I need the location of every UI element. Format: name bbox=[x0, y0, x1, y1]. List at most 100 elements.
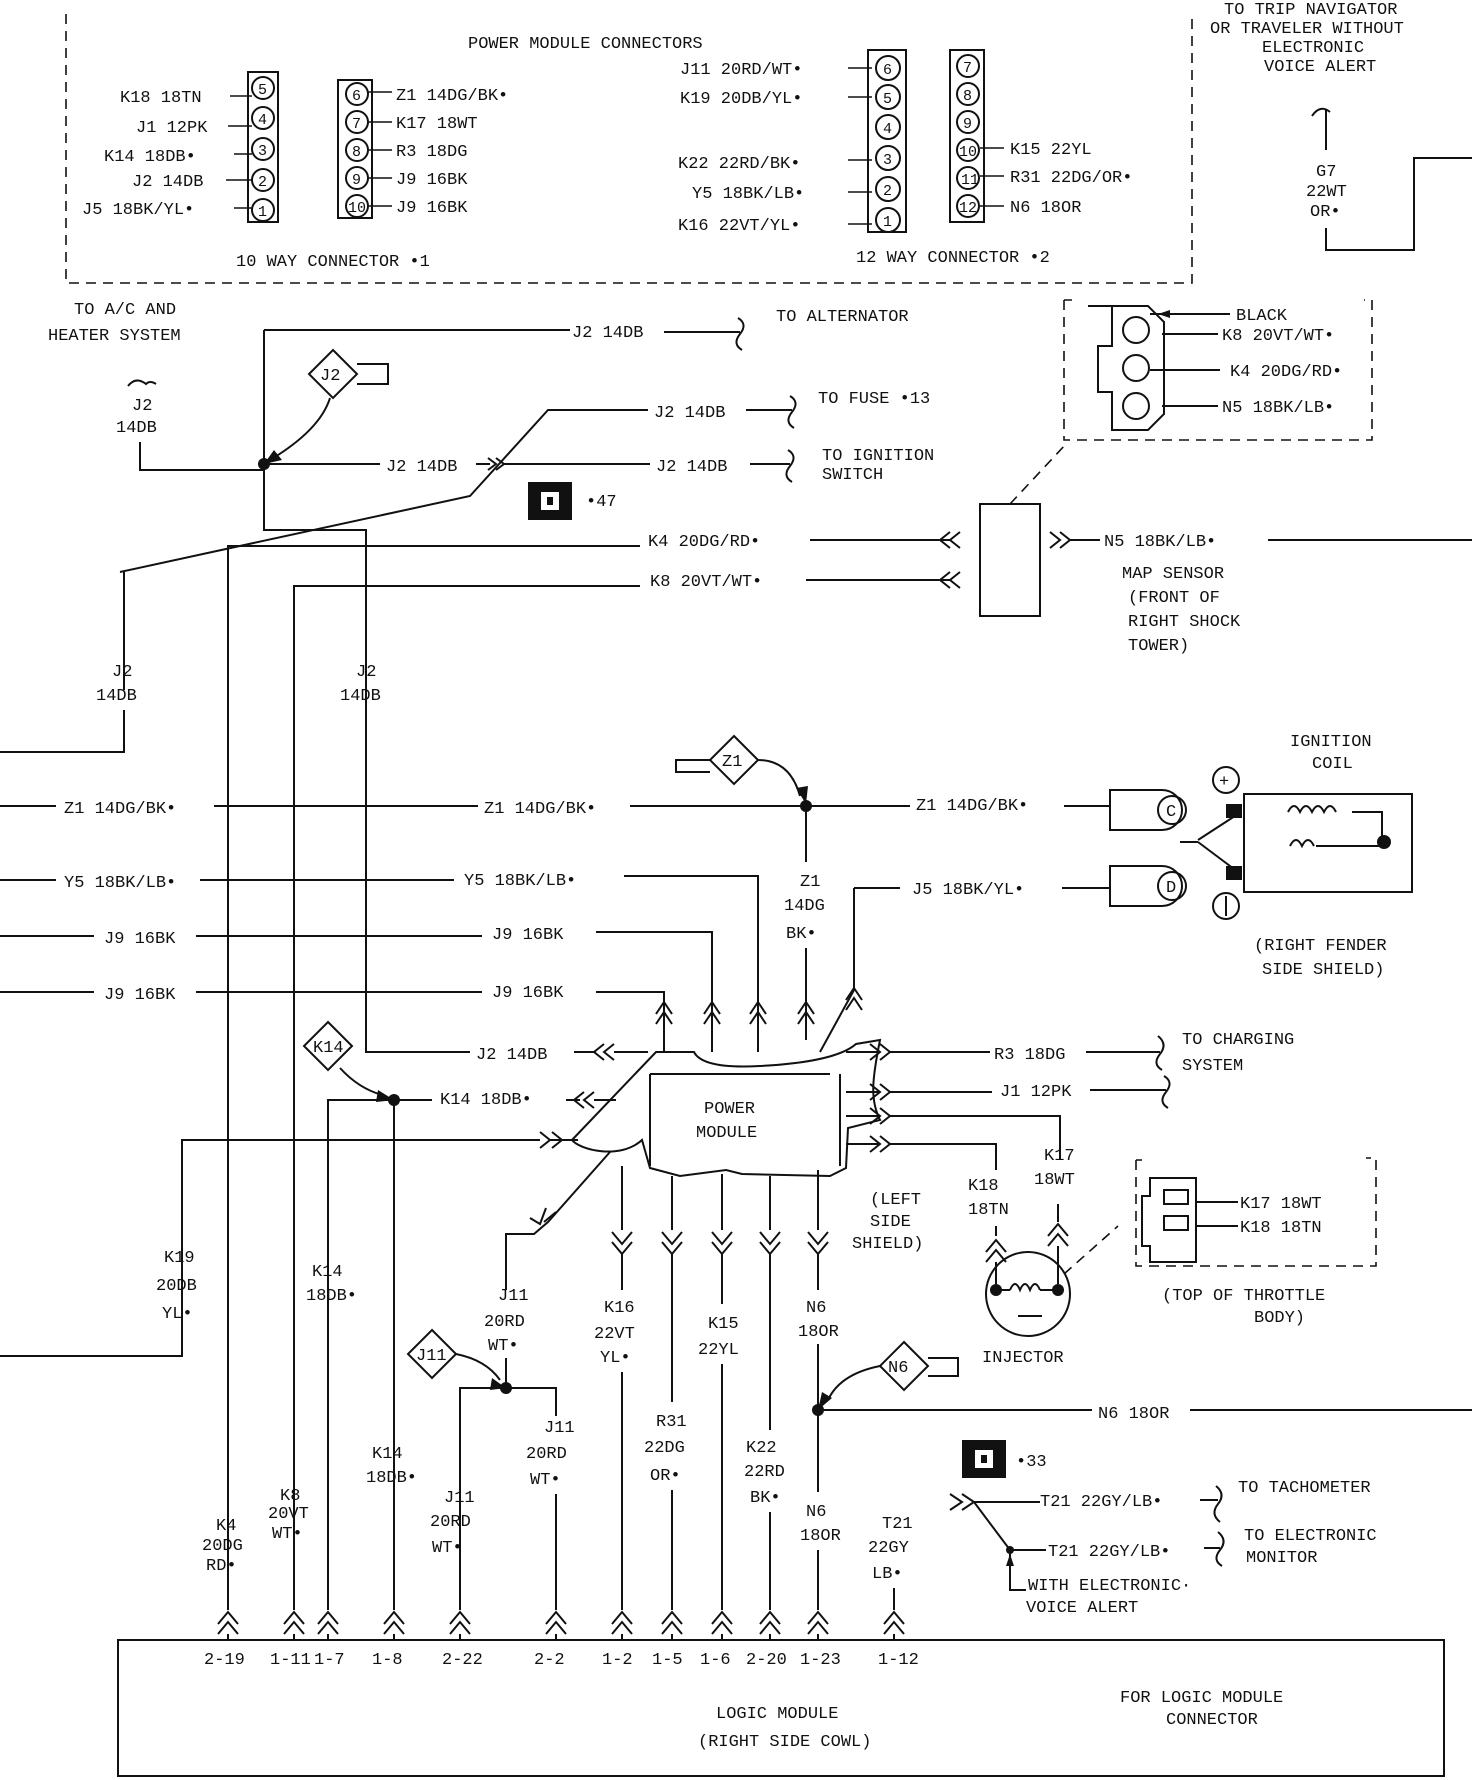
svg-text:TOWER): TOWER) bbox=[1128, 637, 1189, 656]
logic-pin-label: 1-2 bbox=[602, 1651, 633, 1670]
svg-text:VOICE ALERT: VOICE ALERT bbox=[1264, 58, 1376, 77]
n6-gauge: 18OR bbox=[798, 1323, 839, 1342]
ign-coil-label-1: IGNITION bbox=[1290, 733, 1372, 752]
r31-gauge: 22DG bbox=[644, 1439, 685, 1458]
j11r-gauge: 20RD bbox=[526, 1445, 567, 1464]
to-mon-label-1: TO ELECTRONIC bbox=[1244, 1527, 1377, 1546]
svg-text:J11: J11 bbox=[416, 1347, 447, 1366]
c10-pin-4: 4J1 12PK bbox=[136, 106, 275, 138]
logic-pin-label: 1-7 bbox=[314, 1651, 345, 1670]
svg-text:9: 9 bbox=[352, 172, 361, 189]
svg-text:10: 10 bbox=[348, 200, 366, 217]
trip-navigator-note: TO TRIP NAVIGATOR OR TRAVELER WITHOUT EL… bbox=[1210, 1, 1404, 77]
j2-v1-gauge: 14DB bbox=[96, 687, 137, 706]
c10-wire-8: R3 18DG bbox=[396, 143, 467, 162]
left-shield-label-3: SHIELD) bbox=[852, 1235, 923, 1254]
svg-text:ELECTRONIC: ELECTRONIC bbox=[1262, 39, 1364, 58]
c12-wire-12: N6 18OR bbox=[1010, 199, 1081, 218]
svg-text:N5 18BK/LB•: N5 18BK/LB• bbox=[1222, 399, 1334, 418]
j2-pm-label: J2 14DB bbox=[476, 1046, 547, 1065]
left-shield-label-1: (LEFT bbox=[870, 1191, 921, 1210]
svg-text:2: 2 bbox=[258, 174, 267, 191]
z1-left-label: Z1 14DG/BK• bbox=[64, 800, 176, 819]
svg-text:7: 7 bbox=[352, 116, 361, 133]
voice-alert-label-2: VOICE ALERT bbox=[1026, 1599, 1138, 1618]
svg-text:14DB: 14DB bbox=[116, 419, 157, 438]
logic-pin-arrow bbox=[383, 1610, 405, 1640]
logic-pin-arrow bbox=[759, 1610, 781, 1640]
svg-text:C: C bbox=[1166, 803, 1176, 822]
map-connector: BLACK K8 20VT/WT• K4 20DG/RD• N5 18BK/LB… bbox=[1063, 299, 1373, 441]
k22-color: BK• bbox=[750, 1489, 781, 1508]
svg-text:K17 18WT: K17 18WT bbox=[1240, 1195, 1322, 1214]
k16-gauge: 22VT bbox=[594, 1325, 635, 1344]
to-charging-label-1: TO CHARGING bbox=[1182, 1031, 1294, 1050]
svg-text:12: 12 bbox=[959, 200, 977, 217]
j2-fuse-label: J2 14DB bbox=[654, 404, 725, 423]
svg-text:D: D bbox=[1166, 879, 1176, 898]
svg-text:BLACK: BLACK bbox=[1236, 307, 1288, 326]
c12-pin-7: 7 bbox=[956, 54, 980, 78]
to-tach-label: TO TACHOMETER bbox=[1238, 1479, 1371, 1498]
j11-gauge: 20RD bbox=[484, 1313, 525, 1332]
logic-pin-arrow bbox=[449, 1610, 471, 1640]
svg-text:N5 18BK/LB•: N5 18BK/LB• bbox=[1104, 533, 1216, 552]
svg-text:4: 4 bbox=[883, 121, 892, 138]
c12-pin-8: 8 bbox=[956, 82, 980, 106]
k8-label: K8 20VT/WT• bbox=[650, 573, 762, 592]
k18-name: K18 bbox=[968, 1177, 999, 1196]
j1-label: J1 12PK bbox=[1000, 1083, 1072, 1102]
svg-text:10: 10 bbox=[959, 144, 977, 161]
svg-text:5: 5 bbox=[258, 82, 267, 99]
z1-diamond: Z1 bbox=[675, 734, 808, 804]
fender-label-2: SIDE SHIELD) bbox=[1262, 961, 1384, 980]
c10-caption: 10 WAY CONNECTOR •1 bbox=[236, 253, 430, 272]
j11l-name: J11 bbox=[444, 1489, 475, 1508]
svg-text:2: 2 bbox=[883, 183, 892, 200]
logic-pin-arrow bbox=[283, 1610, 305, 1640]
ac-heater-label-2: HEATER SYSTEM bbox=[48, 327, 181, 346]
y5-left-label: Y5 18BK/LB• bbox=[64, 874, 176, 893]
svg-text:MAP SENSOR: MAP SENSOR bbox=[1122, 565, 1224, 584]
j11l-color: WT• bbox=[432, 1539, 463, 1558]
logic-pin-arrow bbox=[611, 1610, 633, 1640]
k14l-gauge: 18DB• bbox=[366, 1469, 417, 1488]
n6-name: N6 bbox=[806, 1299, 826, 1318]
fender-label-1: (RIGHT FENDER bbox=[1254, 937, 1387, 956]
svg-text:Z1: Z1 bbox=[722, 753, 742, 772]
c12-wire-5: K19 20DB/YL• bbox=[680, 90, 802, 109]
k19-gauge: 20DB bbox=[156, 1277, 197, 1296]
k4-label: K4 20DG/RD• bbox=[648, 533, 760, 552]
svg-text:+: + bbox=[1219, 773, 1229, 792]
svg-text:8: 8 bbox=[963, 88, 972, 105]
svg-text:FOR LOGIC MODULE: FOR LOGIC MODULE bbox=[1120, 1689, 1283, 1708]
k19-color: YL• bbox=[162, 1305, 193, 1324]
to-mon-label-2: MONITOR bbox=[1246, 1549, 1317, 1568]
power-module: POWER MODULE bbox=[570, 1038, 882, 1178]
j2-ac-wire: J2 14DB bbox=[116, 379, 264, 471]
k8-v-name: K8 bbox=[280, 1487, 300, 1506]
k14-v-gauge: 18DB• bbox=[306, 1287, 357, 1306]
k15-gauge: 22YL bbox=[698, 1341, 739, 1360]
logic-pin-label: 2-19 bbox=[204, 1651, 245, 1670]
svg-text:22WT: 22WT bbox=[1306, 183, 1347, 202]
svg-text:J2: J2 bbox=[132, 397, 152, 416]
j2-ign-label: J2 14DB bbox=[656, 458, 727, 477]
svg-text:K14: K14 bbox=[313, 1039, 344, 1058]
to-alternator-label: TO ALTERNATOR bbox=[776, 308, 909, 327]
c10-wire-10: J9 16BK bbox=[396, 199, 468, 218]
logic-pin-label: 2-20 bbox=[746, 1651, 787, 1670]
svg-text:4: 4 bbox=[258, 112, 267, 129]
svg-text:5: 5 bbox=[883, 91, 892, 108]
k14-diamond: K14 bbox=[302, 1020, 394, 1102]
k16-name: K16 bbox=[604, 1299, 635, 1318]
j11-name: J11 bbox=[498, 1287, 529, 1306]
svg-text:LOGIC MODULE: LOGIC MODULE bbox=[716, 1705, 838, 1724]
svg-text:G7: G7 bbox=[1316, 163, 1336, 182]
